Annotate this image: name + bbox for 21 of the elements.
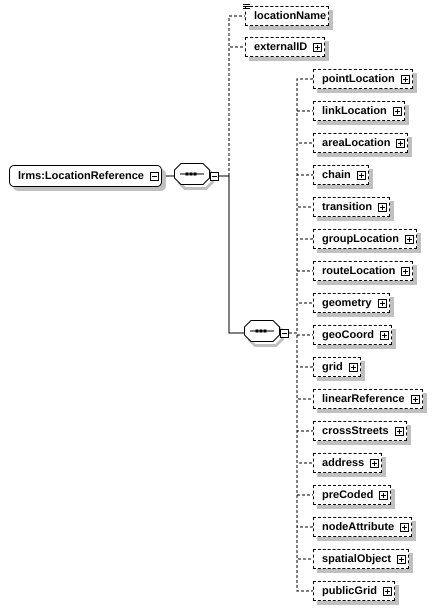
element-name: groupLocation — [322, 233, 399, 245]
element-name: nodeAttribute — [322, 521, 394, 533]
element-name: spatialObject — [322, 553, 392, 565]
element-name: linearReference — [322, 393, 405, 405]
element-name: lrms:LocationReference — [18, 170, 144, 182]
element-name: preCoded — [322, 489, 374, 501]
element-name: routeLocation — [322, 265, 396, 277]
element-name: geometry — [322, 297, 372, 309]
element-name: transition — [322, 201, 372, 213]
element-name: pointLocation — [322, 73, 395, 85]
element-name: linkLocation — [322, 105, 387, 117]
element-name: publicGrid — [322, 585, 377, 597]
element-name: locationName — [254, 10, 326, 22]
element-name: chain — [322, 169, 351, 181]
element-name: grid — [322, 361, 343, 373]
connector-line — [218, 176, 244, 334]
element-name: geoCoord — [322, 329, 374, 341]
element-name: crossStreets — [322, 425, 389, 437]
element-name: address — [322, 457, 364, 469]
element-name: areaLocation — [322, 137, 390, 149]
element-name: externalID — [254, 41, 308, 53]
